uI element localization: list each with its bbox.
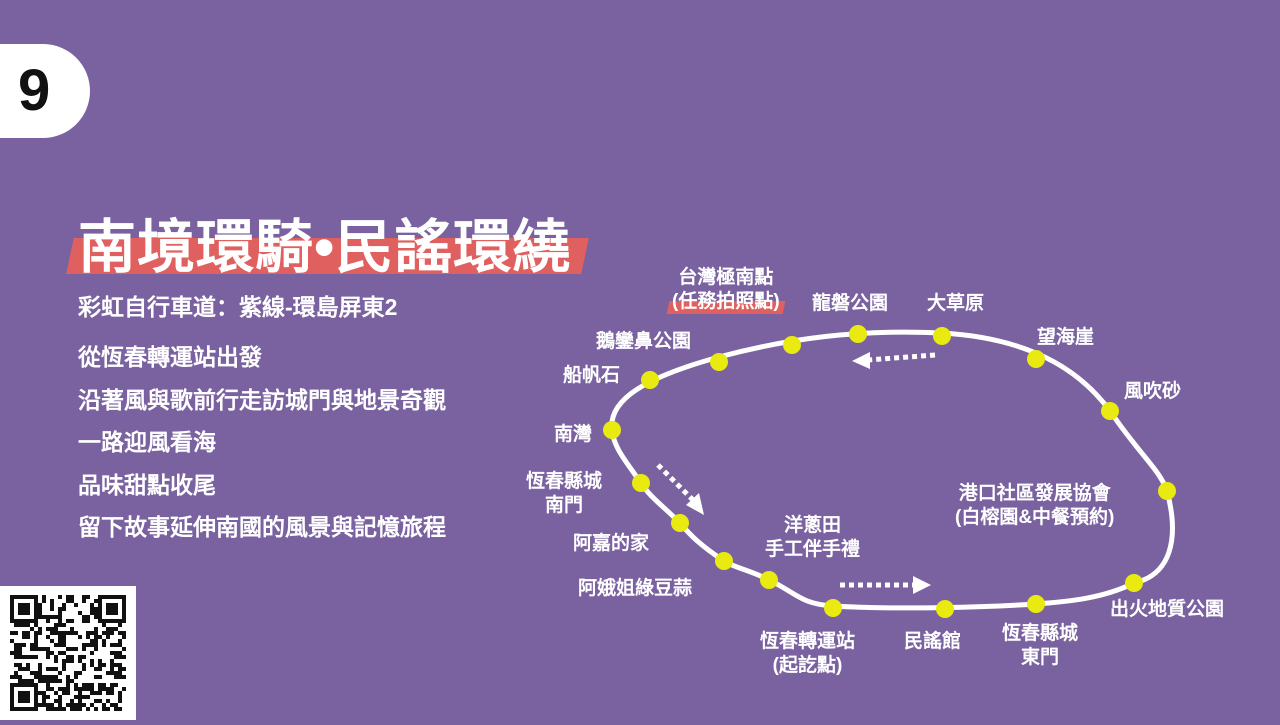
stop-label-eastgate: 恆春縣城 東門	[1002, 622, 1078, 670]
description-line: 沿著風與歌前行走訪城門與地景奇觀	[78, 386, 446, 413]
stop-dot	[933, 327, 951, 345]
stop-label-longpan: 龍磐公園	[812, 293, 889, 314]
stop-dot	[936, 600, 954, 618]
stop-dot	[641, 371, 659, 389]
stop-label-line: 恆春縣城	[526, 471, 603, 492]
stop-label-garlic: 阿娥姐綠豆蒜	[578, 578, 693, 599]
description: 從恆春轉運站出發 沿著風與歌前行走訪城門與地景奇觀 一路迎風看海 品味甜點收尾 …	[78, 336, 446, 549]
stop-dot	[783, 336, 801, 354]
stop-label-line: 東門	[1021, 647, 1060, 668]
page-number-badge: 9	[0, 44, 90, 138]
description-line: 品味甜點收尾	[78, 471, 216, 498]
stop-label-line: 恆春轉運站	[760, 631, 856, 652]
stop-dot	[710, 353, 728, 371]
stop-label-terminal: 恆春轉運站 (起訖點)	[760, 630, 855, 678]
stop-label-ajia: 阿嘉的家	[573, 533, 650, 554]
stop-label-eluanbi: 鵝鑾鼻公園	[596, 331, 692, 352]
stop-label-grassland: 大草原	[927, 293, 985, 314]
stop-dot	[1158, 482, 1176, 500]
mission-photo-point: (任務拍照點)	[672, 291, 780, 312]
description-line: 留下故事延伸南國的風景與記憶旅程	[78, 514, 446, 540]
dotted-arrow-icon	[852, 352, 936, 369]
stop-dot	[760, 571, 778, 589]
description-line: 一路迎風看海	[78, 429, 216, 455]
qr-code[interactable]	[0, 586, 136, 720]
route-subtitle: 彩虹自行車道：紫線-環島屏東2	[78, 294, 398, 320]
stop-label-chuhuo: 出火地質公園	[1110, 599, 1225, 620]
stop-dot	[1125, 574, 1143, 592]
page-title: 南境環騎•民謠環繞	[78, 215, 572, 280]
stop-label-line: 台灣極南點	[678, 267, 774, 288]
stop-label-onion: 洋蔥田 手工伴手禮	[765, 514, 860, 562]
route-loop	[609, 329, 1175, 611]
stop-label-fengchuisha: 風吹砂	[1124, 381, 1182, 402]
description-line: 從恆春轉運站出發	[78, 344, 262, 370]
stop-dot	[824, 599, 842, 617]
stop-dot	[1027, 595, 1045, 613]
stop-label-southgate: 恆春縣城 南門	[526, 470, 602, 518]
stop-label-line: 恆春縣城	[1002, 623, 1079, 644]
stop-label-line: 港口社區發展協會	[958, 483, 1111, 504]
stop-label-line: 南門	[545, 495, 584, 516]
qr-code-image	[10, 595, 126, 711]
stop-label-line: (起訖點)	[772, 655, 843, 676]
dotted-arrow-icon	[656, 463, 704, 515]
stop-label-line: 洋蔥田	[784, 515, 842, 536]
stop-label-line: (白榕園&中餐預約)	[955, 507, 1115, 528]
stop-label-nanwan: 南灣	[554, 424, 593, 445]
stop-dot	[1101, 402, 1119, 420]
stop-dot	[632, 474, 650, 492]
dotted-arrow-icon	[840, 576, 931, 594]
stop-label-gangkou: 港口社區發展協會 (白榕園&中餐預約)	[955, 482, 1114, 530]
stop-dot	[849, 325, 867, 343]
stop-label-southernmost: 台灣極南點 (任務拍照點)	[672, 266, 780, 314]
stop-dot	[603, 421, 621, 439]
stop-dot	[1027, 350, 1045, 368]
stop-label-line: 手工伴手禮	[765, 539, 861, 560]
stop-label-chuanfanshi: 船帆石	[563, 365, 621, 386]
stop-dot	[715, 552, 733, 570]
stop-dot	[671, 514, 689, 532]
stop-label-folk: 民謠館	[904, 631, 962, 652]
stop-label-wanghai: 望海崖	[1037, 327, 1095, 348]
